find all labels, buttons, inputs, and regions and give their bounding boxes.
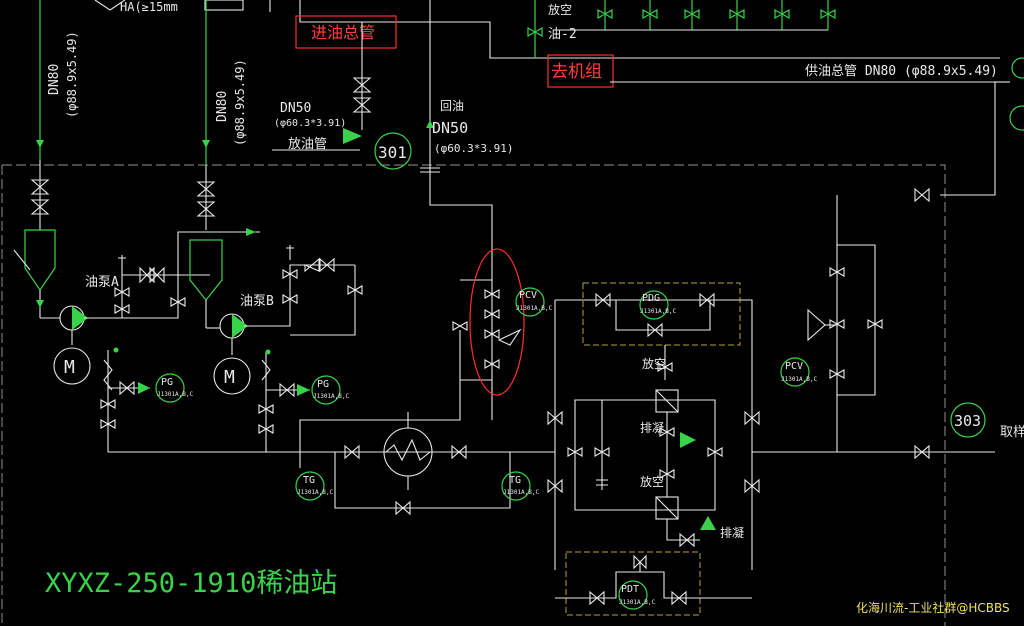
pump-b-label: 油泵B — [240, 294, 274, 309]
pdt-tag: PDT — [621, 584, 639, 595]
tg1-sub: J1301A,B,C — [297, 489, 334, 496]
drain-label-2: 排凝 — [720, 525, 744, 540]
pg2-tag: PG — [317, 379, 329, 390]
motor-b: M — [224, 367, 235, 388]
top-vent-group — [527, 0, 836, 58]
tg1-bubble — [295, 471, 325, 501]
drain-pipe-od: (φ60.3*3.91) — [274, 118, 346, 129]
pcv-left-bubble — [515, 287, 545, 317]
to-unit-tag: 去机组 — [551, 62, 602, 82]
drain-label-1: 排凝 — [640, 420, 664, 435]
drain-pipe-name: 放油管 — [288, 137, 327, 152]
pg1-tag: PG — [161, 377, 173, 388]
tg1-tag: TG — [303, 475, 315, 486]
pg1-sub: J1301A,B,C — [157, 391, 194, 398]
tg2-tag: TG — [509, 475, 521, 486]
vent-top-line1: 放空 — [548, 2, 572, 17]
pump-a-label: 油泵A — [85, 275, 119, 290]
supply-header-line — [610, 81, 996, 196]
pdg-bubble — [639, 290, 669, 320]
bubble-301 — [374, 132, 412, 170]
bubble-303 — [950, 402, 986, 438]
pg2-sub: J1301A,B,C — [313, 393, 350, 400]
pipe-left-dn: DN80 — [47, 64, 62, 95]
pg1-bubble — [155, 373, 185, 403]
pcv-right-tag: PCV — [785, 361, 803, 372]
vent-label-1: 放空 — [642, 356, 666, 371]
to-unit-box — [547, 54, 614, 88]
tg2-sub: J1301A,B,C — [503, 489, 540, 496]
pipe-mid-dn: DN80 — [215, 91, 230, 122]
pump-b-train — [178, 165, 363, 452]
vent-label-2: 放空 — [640, 474, 664, 489]
bubble-303-text: 303 — [954, 412, 981, 430]
inlet-header-tag: 进油总管 — [311, 23, 375, 42]
station-title: XYXZ-250-1910稀油站 — [45, 568, 337, 599]
top-note: HA(≥15mm — [120, 0, 178, 14]
pipe-mid-od: (φ88.9x5.49) — [233, 59, 247, 146]
pdt-sub: J1301A,B,C — [619, 599, 656, 606]
pipe-left-od: (φ88.9x5.49) — [65, 31, 79, 118]
tg2-bubble — [501, 471, 531, 501]
sample-label: 取样 — [1000, 425, 1024, 440]
return-oil-od: (φ60.3*3.91) — [434, 142, 513, 155]
pcv-left-sub: J1301A,B,C — [516, 305, 553, 312]
cooler-line — [108, 330, 555, 516]
return-oil-name: 回油 — [440, 99, 464, 113]
bubble-301-text: 301 — [378, 143, 407, 162]
pump-a-train — [13, 160, 210, 452]
pcv-left-tag: PCV — [519, 290, 537, 301]
pdg-tag: PDG — [642, 293, 660, 304]
offpage-bubble-1 — [1011, 57, 1024, 79]
pcv-left-group — [452, 248, 525, 396]
pg2-bubble — [311, 375, 341, 405]
pcv-right-bubble — [780, 357, 810, 387]
drain-pipe-dn: DN50 — [280, 101, 311, 116]
pdt-bubble — [618, 580, 648, 610]
supply-header-label: 供油总管 DN80 (φ88.9x5.49) — [805, 64, 998, 79]
station-boundary — [1, 164, 946, 626]
vent-top-line2: 油-2 — [548, 27, 577, 42]
return-oil-dn: DN50 — [432, 119, 468, 137]
offpage-bubble-2 — [1009, 105, 1024, 131]
pdg-sub: J1301A,B,C — [640, 308, 677, 315]
watermark: 化海川流-工业社群@HCBBS — [856, 600, 1010, 615]
motor-a: M — [64, 357, 75, 378]
return-oil-line — [429, 58, 493, 420]
filter-section — [547, 282, 760, 616]
pcv-right-sub: J1301A,B,C — [781, 376, 818, 383]
inlet-header-box — [295, 15, 397, 49]
top-fragments — [94, 0, 1000, 59]
pcv-right-group — [752, 187, 995, 460]
